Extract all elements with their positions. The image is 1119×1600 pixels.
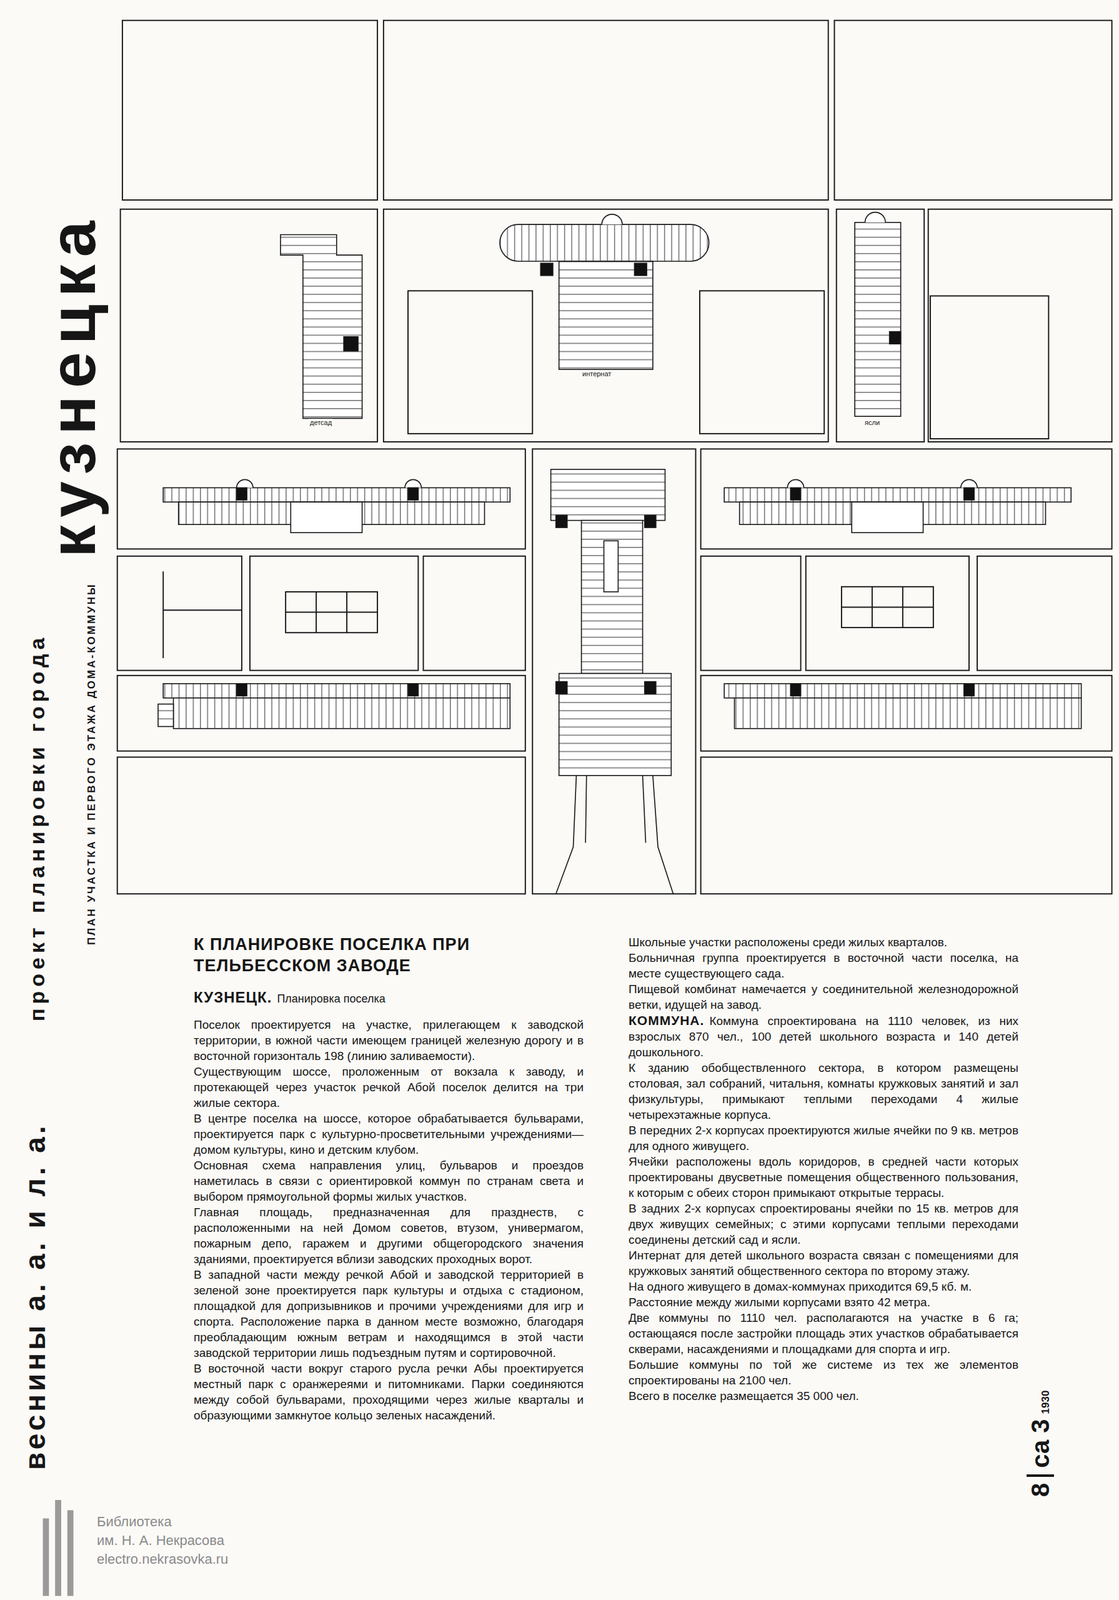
room-label: детсад (308, 418, 334, 427)
paragraph: КОММУНА.Коммуна спроектирована на 1110 ч… (628, 1012, 1019, 1060)
paragraph-text: К зданию обобществленного сектора, в кот… (628, 1059, 1019, 1123)
paragraph-text: Большие коммуны по той же системе из тех… (628, 1356, 1019, 1388)
article-text: К ПЛАНИРОВКЕ ПОСЕЛКА ПРИ ТЕЛЬБЕССКОМ ЗАВ… (193, 934, 1019, 1423)
paragraph-text: Главная площадь, предназначенная для пра… (193, 1203, 584, 1267)
article-title: К ПЛАНИРОВКЕ ПОСЕЛКА ПРИ ТЕЛЬБЕССКОМ ЗАВ… (193, 934, 544, 977)
run-in-heading: КОММУНА. (628, 1012, 705, 1028)
paragraph: КУЗНЕЦК. Планировка поселка (193, 989, 584, 1007)
library-watermark: Библиотекаим. Н. А. Некрасоваelectro.nek… (96, 1511, 229, 1569)
journal-year: 1930 (1039, 1390, 1052, 1414)
paragraph-text: Школьные участки расположены среди жилых… (628, 934, 1019, 950)
paragraph-text: Расстояние между жилыми корпусами взято … (628, 1293, 1019, 1310)
paragraph-text: Ячейки расположены вдоль коридоров, в ср… (628, 1153, 1019, 1201)
vertical-heading: проект планировки города (26, 633, 48, 1021)
paragraph-text: Интернат для детей школьного возраста св… (628, 1247, 1019, 1279)
building-plans (158, 212, 1082, 895)
site-blocks (117, 20, 1113, 895)
paragraph-text: В восточной части вокруг старого русла р… (193, 1360, 584, 1423)
page-mark: 8са 31930 (1027, 1390, 1053, 1497)
watermark-text: Библиотека (96, 1511, 229, 1531)
paragraph-text: Планировка поселка (276, 992, 385, 1005)
paragraph-text: Пищевой комбинат намечается у соединител… (628, 980, 1019, 1013)
room-label: ясли (863, 418, 881, 427)
plan-caption: ПЛАН УЧАСТКА И ПЕРВОГО ЭТАЖА ДОМА-КОММУН… (86, 582, 97, 945)
paragraph-text: Поселок проектируется на участке, прилег… (193, 1016, 584, 1064)
paragraph-text: Больничная группа проектируется в восточ… (628, 949, 1019, 981)
vertical-heading: кузнецка (39, 213, 105, 558)
paragraph-text: В центре поселка на шоссе, которое обраб… (193, 1110, 584, 1158)
vertical-heading: веснины а. а. и л. а. (20, 1122, 50, 1470)
paragraph-text: Существующим шоссе, проложенным от вокза… (193, 1063, 584, 1111)
paragraph-text: В передних 2-х корпусах проектируются жи… (628, 1122, 1019, 1154)
paragraph-text: Всего в поселке размещается 35 000 чел. (628, 1387, 1019, 1404)
page-number: 8 (1026, 1473, 1055, 1497)
paragraph-text: На одного живущего в домах-коммунах прих… (628, 1278, 1019, 1294)
library-logo (43, 1499, 74, 1596)
run-in-heading: КУЗНЕЦК. (193, 988, 272, 1006)
room-label: интернат (581, 369, 613, 378)
watermark-text: electro.nekrasovka.ru (96, 1549, 229, 1569)
journal-issue: са 3 (1026, 1413, 1055, 1474)
paragraph-text: В задних 2-х корпусах спроектированы яче… (628, 1200, 1019, 1248)
paragraph-text: В западной части между речкой Абой и зав… (193, 1266, 584, 1361)
paragraph-text: Основная схема направления улиц, бульвар… (193, 1157, 584, 1204)
watermark-text: им. Н. А. Некрасова (96, 1530, 229, 1550)
paragraph-text: Две коммуны по 1110 чел. располагаются н… (628, 1309, 1019, 1357)
